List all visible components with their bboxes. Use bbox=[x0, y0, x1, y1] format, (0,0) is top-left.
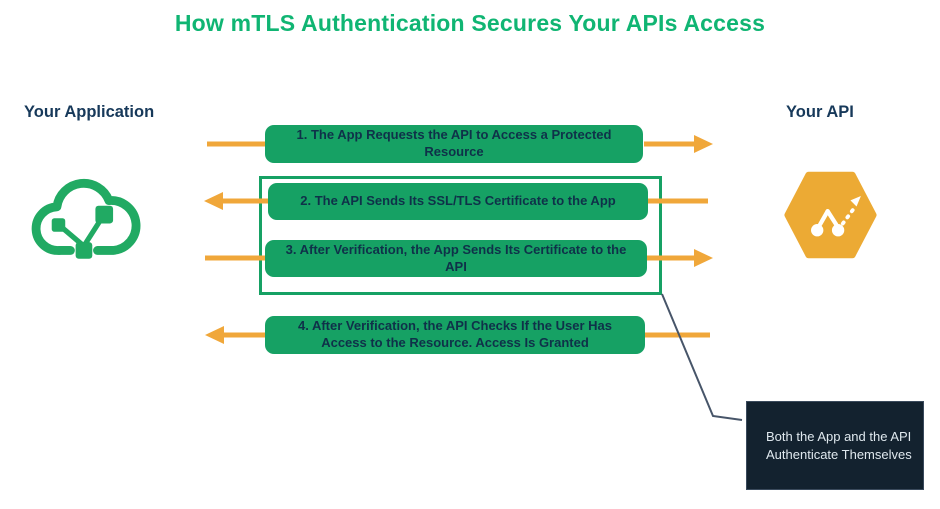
api-hexagon-icon bbox=[784, 171, 877, 259]
step-box-1: 1. The App Requests the API to Access a … bbox=[265, 125, 643, 163]
step-box-2: 2. The API Sends Its SSL/TLS Certificate… bbox=[268, 183, 648, 220]
step-box-4: 4. After Verification, the API Checks If… bbox=[265, 316, 645, 354]
mtls-highlight-rect bbox=[259, 176, 662, 295]
step-box-3: 3. After Verification, the App Sends Its… bbox=[265, 240, 647, 277]
callout-connector-line bbox=[661, 293, 743, 421]
diagram-title: How mTLS Authentication Secures Your API… bbox=[174, 10, 766, 36]
callout-box: Both the App and the API Authenticate Th… bbox=[746, 401, 924, 490]
application-label: Your Application bbox=[24, 103, 155, 121]
arrowhead-right-1 bbox=[694, 135, 713, 153]
arrowhead-left-4 bbox=[205, 326, 224, 344]
arrowhead-left-2 bbox=[204, 192, 223, 210]
arrowhead-right-3 bbox=[694, 249, 713, 267]
api-label: Your API bbox=[786, 103, 854, 121]
callout-line-2: Authenticate Themselves bbox=[766, 446, 912, 462]
callout-line-1: Both the App and the API bbox=[766, 428, 912, 444]
cloud-network-icon bbox=[31, 178, 141, 259]
